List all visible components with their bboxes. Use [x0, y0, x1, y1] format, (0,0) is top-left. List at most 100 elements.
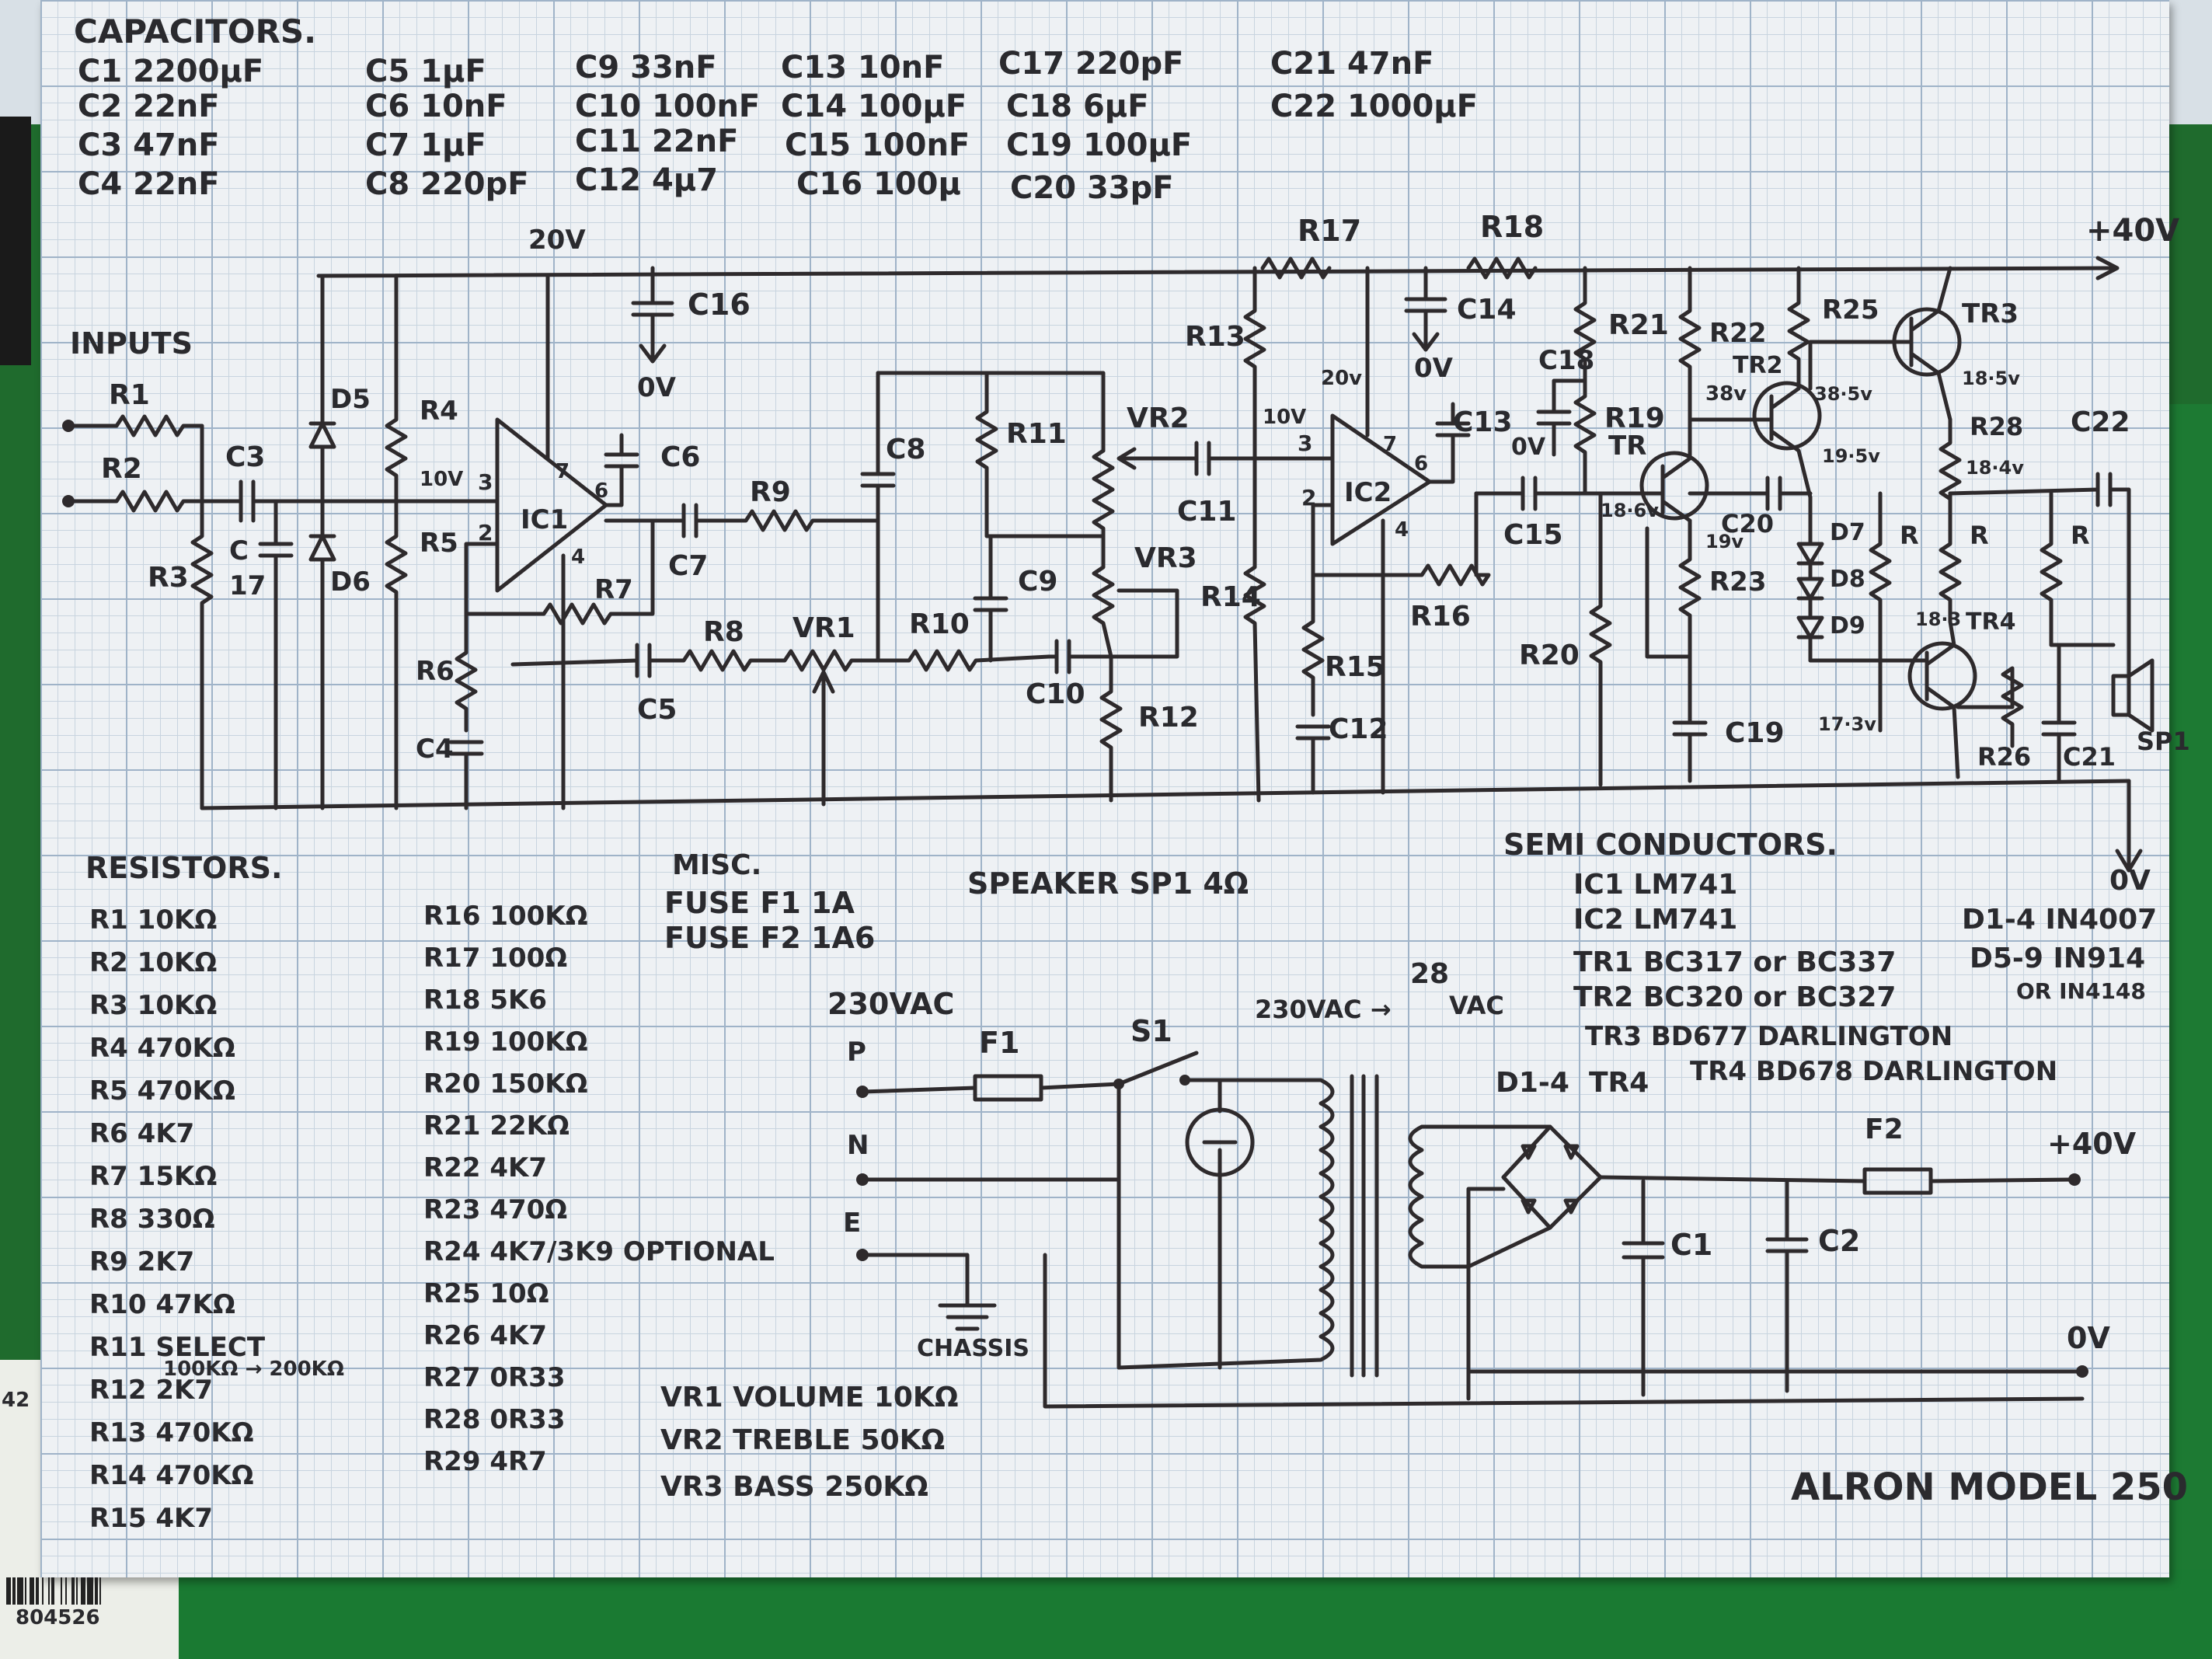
resistor-r28-r27: [1939, 417, 1962, 624]
return-wire: [1043, 1253, 2085, 1409]
c5-label: C5: [637, 694, 677, 726]
cap-entry: C11 22nF: [575, 124, 738, 159]
barcode-bar: [30, 1577, 34, 1605]
ic2-20v-label: 20v: [1321, 367, 1362, 390]
power-supply-schematic: 230VAC P N E F1 S1 230VAC → 28 VAC CHASS…: [827, 958, 2137, 1409]
resistor-entry: R21 22KΩ: [423, 1110, 570, 1141]
resistor-r26: [1956, 666, 2024, 748]
v385-label: 38·5v: [1814, 383, 1872, 405]
model-title: ALRON MODEL 250: [1791, 1466, 2188, 1509]
barcode-bar: [65, 1577, 67, 1605]
cap-entry: C14 100µF: [781, 89, 967, 124]
transformer-secondary: [1408, 1124, 1552, 1269]
d5-9-entry: D5-9 IN914: [1970, 943, 2145, 974]
c9-label: C9: [1018, 566, 1057, 598]
c16-label: C16: [688, 288, 751, 322]
r18-label: R18: [1480, 210, 1544, 244]
barcode-bar: [81, 1577, 85, 1605]
inputs-label: INPUTS: [70, 326, 193, 361]
bridge-diodes: [1521, 1144, 1580, 1215]
c16-ground-arrow: [639, 343, 667, 364]
resistor-entry: R5 470KΩ: [89, 1075, 235, 1107]
ic2-pin3: 3: [1298, 430, 1312, 456]
resistor-r17: [1260, 256, 1332, 280]
d6-label: D6: [330, 566, 371, 598]
r11-label: R11: [1006, 418, 1067, 450]
r2-label: R2: [101, 453, 142, 485]
rail-40v-label: +40V: [2086, 213, 2179, 249]
r27-label: R: [1970, 521, 1989, 550]
c8-label: C8: [886, 434, 925, 465]
rail-20v-label: 20V: [528, 225, 586, 256]
r15-label: R15: [1325, 651, 1385, 683]
ic1-feedback-node: [464, 542, 500, 632]
resistor-r6-c4: [448, 627, 484, 810]
vr2-label: VR2: [1127, 403, 1190, 434]
fuse-f1: [860, 1074, 1121, 1102]
cap-entry: C10 100nF: [575, 89, 760, 124]
resistor-entry: R11 SELECT: [89, 1332, 266, 1363]
c18-label: C18: [1538, 345, 1594, 376]
resistor-entry: R19 100KΩ: [423, 1026, 588, 1058]
barcode-bar: [95, 1577, 98, 1605]
r26-label: R26: [1977, 742, 2031, 772]
tr3-leads: [1808, 266, 1952, 422]
transformer-primary: [1116, 1078, 1335, 1370]
c1-label: C1: [1670, 1228, 1712, 1262]
c12-label: C12: [1329, 713, 1388, 745]
ic1-pin4: 4: [571, 545, 585, 569]
cap-entry: C13 10nF: [781, 50, 944, 85]
resistor-entry: R13 470KΩ: [89, 1417, 254, 1448]
barcode-bar: [51, 1577, 54, 1605]
c8-r10: [860, 371, 1051, 672]
c4-label: C4: [416, 734, 454, 765]
resistor-entry: R27 0R33: [423, 1362, 565, 1393]
v183-label: 18·3: [1915, 608, 1961, 630]
c11-label: C11: [1177, 496, 1237, 528]
capacitor-c17: [258, 499, 294, 810]
d5-9-alt-entry: OR IN4148: [2016, 978, 2146, 1004]
capacitor-c20: [1688, 476, 1813, 511]
resistor-r29-c21: [2040, 491, 2077, 783]
f1-label: F1: [979, 1026, 1019, 1060]
tr2-entry: TR2 BC320 or BC327: [1573, 981, 1896, 1013]
r14-label: R14: [1200, 581, 1261, 613]
resistor-r4-r5: [385, 274, 408, 810]
c21-label: C21: [2063, 742, 2116, 772]
tr2-label: TR2: [1733, 352, 1782, 379]
transistor-tr2: [1752, 381, 1822, 451]
resistor-entry: R6 4K7: [89, 1118, 194, 1149]
ic1-entry: IC1 LM741: [1573, 869, 1737, 901]
ic1-pin6: 6: [594, 479, 608, 503]
resistor-entry: R14 470KΩ: [89, 1460, 254, 1491]
plus40-label: +40V: [2047, 1127, 2137, 1161]
tx-secondary-unit: VAC: [1449, 991, 1504, 1020]
ic2-pin6: 6: [1414, 452, 1428, 476]
cap-entry: C20 33pF: [1010, 170, 1174, 206]
bridge-rectifier: [1501, 1124, 1603, 1230]
r23-label: R23: [1709, 566, 1767, 598]
ground-arrow: [2115, 849, 2143, 873]
resistor-r1: [66, 414, 197, 437]
r9-label: R9: [750, 476, 791, 508]
cap-entry: C4 22nF: [78, 166, 220, 202]
resistor-entry: R1 10KΩ: [89, 904, 217, 936]
capacitor-c13: [1427, 402, 1471, 484]
c22-label: C22: [2071, 406, 2130, 438]
v19-label: 19v: [1705, 531, 1743, 552]
input-join-wire: [192, 423, 204, 504]
d8-label: D8: [1830, 566, 1865, 593]
rail-arrow: [2095, 256, 2120, 281]
resistor-entry: R4 470KΩ: [89, 1033, 235, 1064]
switch-s1: [1116, 1051, 1199, 1086]
ten-v-label-2: 10V: [1263, 406, 1306, 429]
resistor-r24: [1869, 491, 1892, 733]
ic1-pin2: 2: [478, 520, 493, 545]
cap-entry: C12 4µ7: [575, 162, 718, 198]
n-terminal-label: N: [847, 1130, 869, 1161]
resistor-entry: R23 470Ω: [423, 1194, 567, 1225]
bridge-output-wires: [1466, 1175, 1867, 1401]
r25-label: R25: [1822, 295, 1879, 326]
resistor-entry: R10 47KΩ: [89, 1289, 235, 1320]
